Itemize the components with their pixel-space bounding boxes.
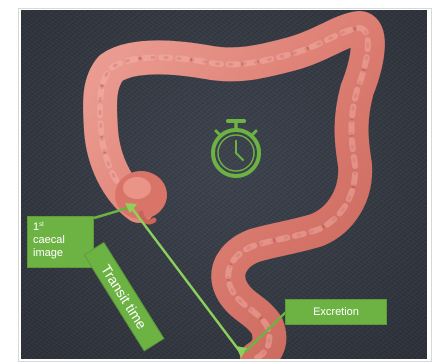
caecal-line-1: 1st	[33, 221, 93, 234]
caecum-highlight	[123, 177, 151, 199]
superscript-st: st	[39, 222, 44, 228]
first-caecal-image-label: 1st caecal image	[27, 216, 94, 268]
stopwatch-icon	[213, 121, 259, 176]
excretion-label: Excretion	[285, 299, 387, 325]
caecal-line-2: caecal	[33, 234, 93, 247]
